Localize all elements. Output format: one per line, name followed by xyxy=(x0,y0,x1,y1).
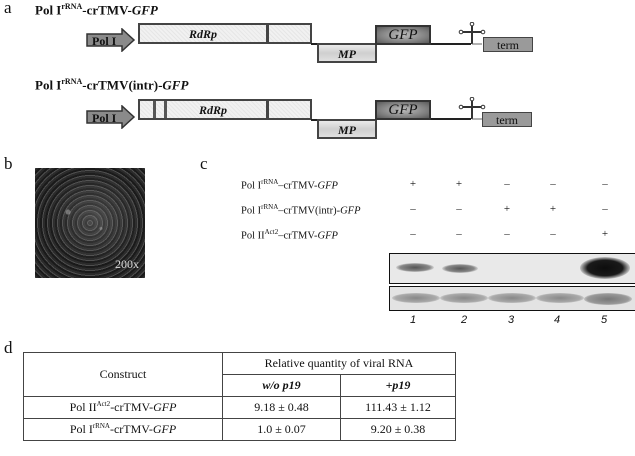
intron-marker xyxy=(153,101,156,118)
lane-row-label: Pol IrRNA–crTMV-GFP xyxy=(241,178,338,192)
sign: – xyxy=(550,228,556,240)
construct-cell: Pol IIAct2-crTMV-GFP xyxy=(23,396,223,419)
loading-control-blot xyxy=(389,286,635,311)
value-cell: 9.18 ± 0.48 xyxy=(222,396,341,419)
sign: – xyxy=(410,228,416,240)
lane-row-label: Pol IIAct2–crTMV-GFP xyxy=(241,228,338,242)
intron-marker xyxy=(164,101,167,118)
sign: + xyxy=(455,178,463,190)
rdrp-box: RdRp xyxy=(138,23,268,44)
construct-1-title: Pol IrRNA-crTMV-GFP xyxy=(35,2,158,18)
sign: – xyxy=(602,203,608,215)
lane-number: 1 xyxy=(409,314,417,326)
blot-band xyxy=(442,264,478,273)
table-row: Pol IrRNA-crTMV-GFP 1.0 ± 0.07 9.20 ± 0.… xyxy=(23,418,456,441)
value-cell: 111.43 ± 1.12 xyxy=(340,396,456,419)
sign: – xyxy=(456,203,462,215)
sign: + xyxy=(409,178,417,190)
table-row: Pol IIAct2-crTMV-GFP 9.18 ± 0.48 111.43 … xyxy=(23,396,456,419)
construct-cell: Pol IrRNA-crTMV-GFP xyxy=(23,418,223,441)
lane-number: 2 xyxy=(460,314,468,326)
header-p19: +p19 xyxy=(340,374,456,397)
sign: – xyxy=(410,203,416,215)
gfp-box: GFP xyxy=(375,100,431,120)
sign: + xyxy=(549,203,557,215)
panel-a-letter: a xyxy=(4,0,12,17)
panel-c-letter: c xyxy=(200,154,208,173)
sign: – xyxy=(504,178,510,190)
promoter-label: Pol I xyxy=(92,34,117,48)
blot-band xyxy=(580,257,630,279)
terminator-box: term xyxy=(483,37,533,52)
sign: – xyxy=(602,178,608,190)
sign: – xyxy=(550,178,556,190)
rdrp-extension-box xyxy=(267,99,312,120)
panel-b-letter: b xyxy=(4,154,13,173)
rdrp-extension-box xyxy=(267,23,312,44)
sign: – xyxy=(504,228,510,240)
lane-number: 5 xyxy=(600,314,608,326)
lane-number: 4 xyxy=(553,314,561,326)
construct-2-title: Pol IrRNA-crTMV(intr)-GFP xyxy=(35,77,189,93)
promoter-label: Pol I xyxy=(92,111,117,125)
gfp-box: GFP xyxy=(375,25,431,45)
terminator-box: term xyxy=(482,112,532,127)
panel-d-letter: d xyxy=(4,338,13,357)
sign: + xyxy=(503,203,511,215)
rdrp-box: RdRp xyxy=(138,99,268,120)
mp-box: MP xyxy=(317,119,377,139)
sign: – xyxy=(456,228,462,240)
ribozyme-icon xyxy=(458,22,486,45)
lane-row-label: Pol IrRNA–crTMV(intr)-GFP xyxy=(241,203,361,217)
magnification-label: 200x xyxy=(115,257,139,271)
viral-rna-table: Construct Relative quantity of viral RNA… xyxy=(23,352,456,441)
header-construct: Construct xyxy=(23,352,223,397)
value-cell: 1.0 ± 0.07 xyxy=(222,418,341,441)
value-cell: 9.20 ± 0.38 xyxy=(340,418,456,441)
header-group: Relative quantity of viral RNA xyxy=(222,352,456,375)
lane-number: 3 xyxy=(507,314,515,326)
mp-box: MP xyxy=(317,43,377,63)
fluorescence-micrograph: 200x xyxy=(35,168,145,278)
promoter-arrow-icon xyxy=(86,28,136,52)
blot-band xyxy=(396,263,434,272)
ribozyme-icon xyxy=(458,97,486,120)
promoter-arrow-icon xyxy=(86,105,136,129)
sign: + xyxy=(601,228,609,240)
northern-blot xyxy=(389,253,635,284)
header-wo-p19: w/o p19 xyxy=(222,374,341,397)
